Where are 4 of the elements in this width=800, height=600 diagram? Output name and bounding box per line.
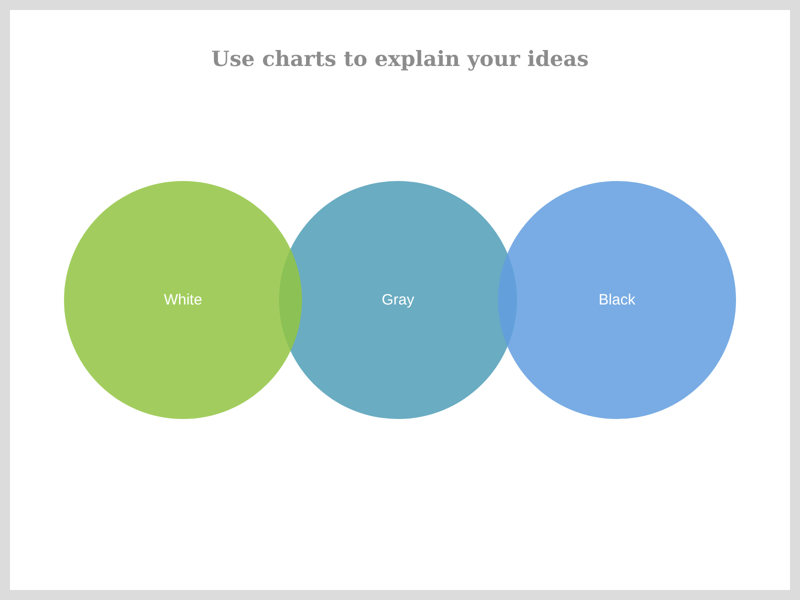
diagram-title: Use charts to explain your ideas: [211, 46, 589, 71]
circle-label: Gray: [382, 292, 414, 308]
circle-label: Black: [598, 292, 636, 308]
circle-label: White: [164, 292, 202, 308]
